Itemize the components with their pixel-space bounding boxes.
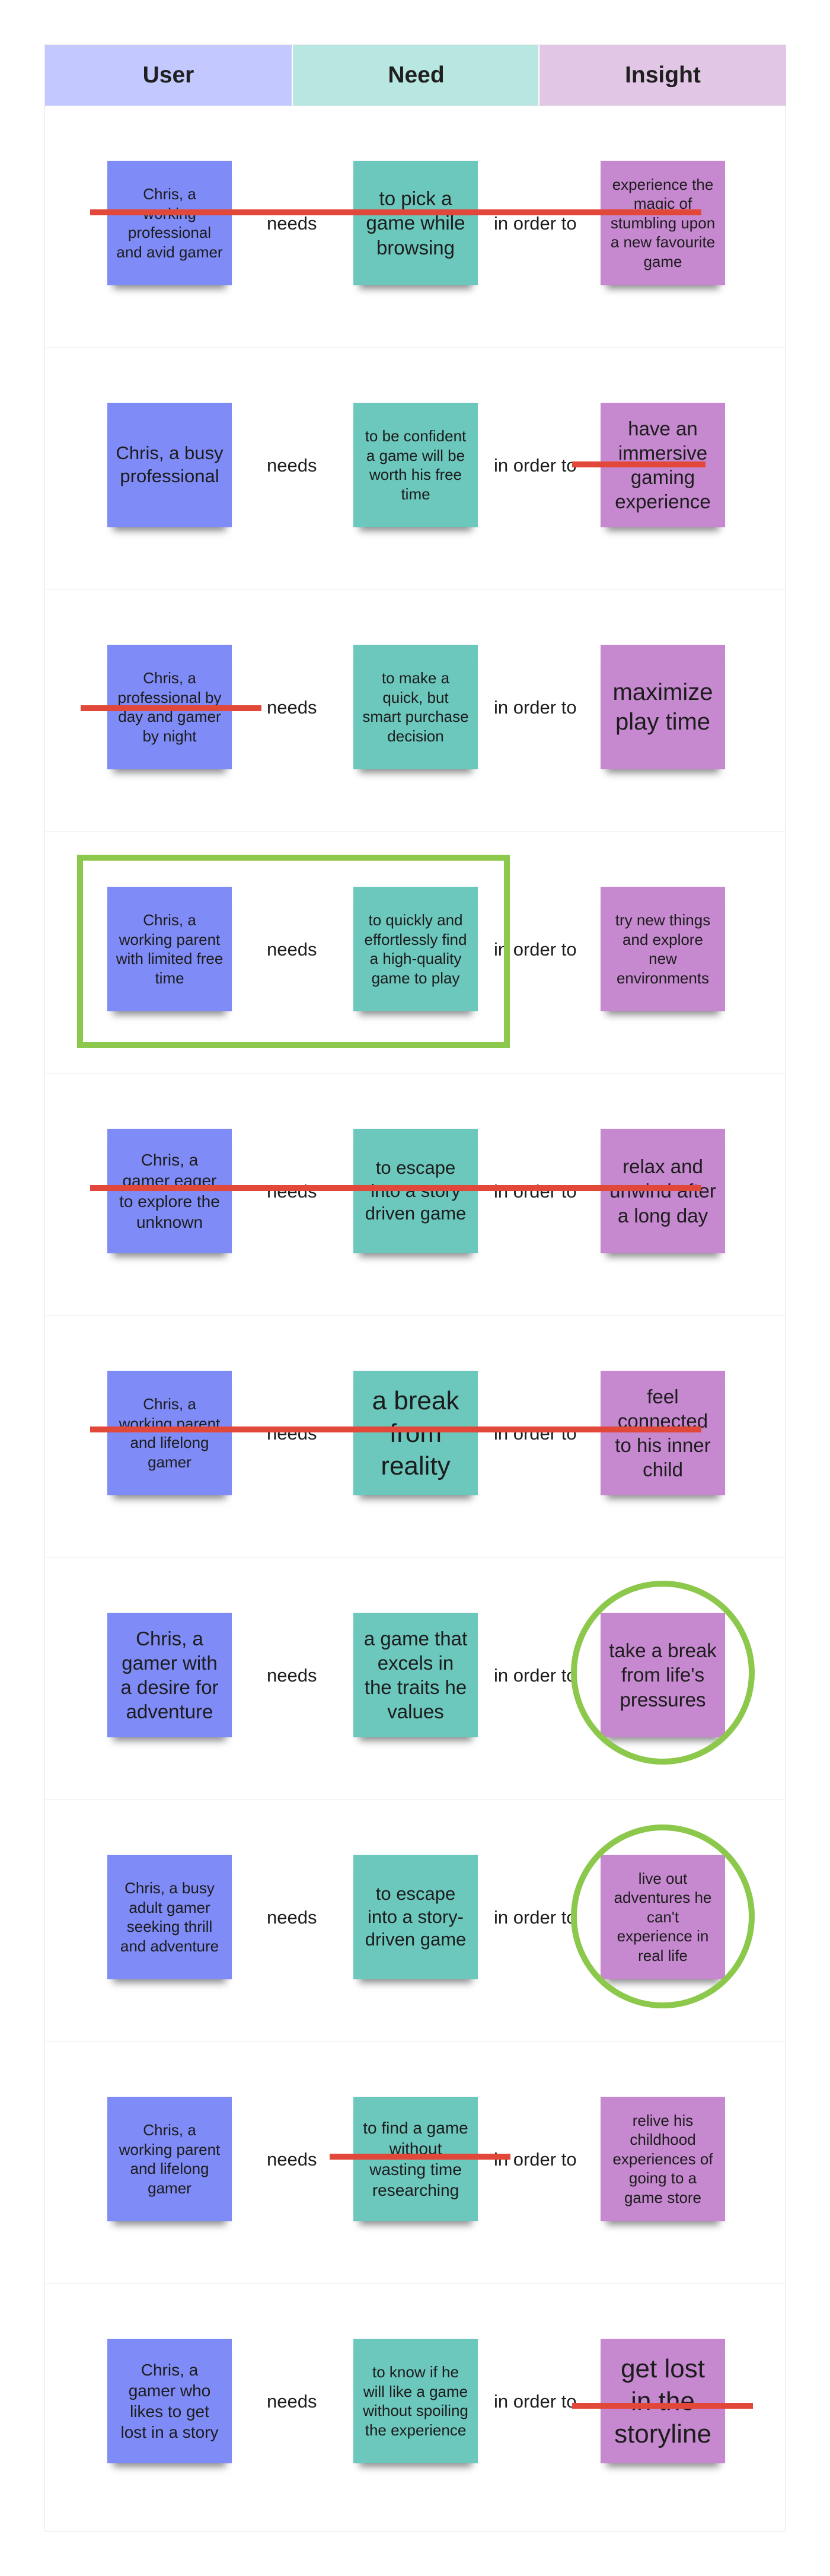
insight-sticky-note-text: get lost in the storyline xyxy=(614,2354,711,2448)
user-sticky-note-text: Chris, a gamer with a desire for adventu… xyxy=(120,1627,219,1723)
strike-line[interactable] xyxy=(90,209,701,215)
insight-sticky-note-text: experience the magic of stumbling upon a… xyxy=(610,175,716,270)
insight-sticky-note-text: try new things and explore new environme… xyxy=(615,911,711,987)
connector-needs: needs xyxy=(267,455,317,476)
need-sticky-note-text: a game that excels in the traits he valu… xyxy=(363,1627,468,1723)
connector-needs: needs xyxy=(267,1907,317,1928)
need-sticky-note[interactable]: to know if he will like a game without s… xyxy=(353,2339,478,2463)
need-sticky-note-text: to escape into a story-driven game xyxy=(365,1883,467,1950)
user-sticky-note[interactable]: Chris, a working professional and avid g… xyxy=(107,161,232,285)
user-sticky-note-text: Chris, a working parent and lifelong gam… xyxy=(119,2121,221,2197)
insight-sticky-note[interactable]: relive his childhood experiences of goin… xyxy=(601,2097,725,2221)
statement-row: Chris, a working parent and lifelong gam… xyxy=(45,1316,785,1558)
insight-sticky-note[interactable]: get lost in the storyline xyxy=(601,2339,725,2463)
statement-row: Chris, a working parent and lifelong gam… xyxy=(45,2042,785,2284)
connector-needs: needs xyxy=(267,2391,317,2412)
connector-in-order-to: in order to xyxy=(494,2149,577,2170)
user-sticky-note[interactable]: Chris, a gamer with a desire for adventu… xyxy=(107,1613,232,1737)
connector-in-order-to: in order to xyxy=(494,2391,577,2412)
need-sticky-note-text: to pick a game while browsing xyxy=(366,187,465,259)
connector-needs: needs xyxy=(267,213,317,234)
user-sticky-note[interactable]: Chris, a gamer who likes to get lost in … xyxy=(107,2339,232,2463)
insight-sticky-note[interactable]: relax and unwind after a long day xyxy=(601,1129,725,1253)
need-sticky-note[interactable]: to escape into a story-driven game xyxy=(353,1855,478,1979)
connector-in-order-to: in order to xyxy=(494,1907,577,1928)
need-sticky-note[interactable]: to quickly and effortlessly find a high-… xyxy=(353,887,478,1011)
insight-sticky-note[interactable]: try new things and explore new environme… xyxy=(601,887,725,1011)
strike-line[interactable] xyxy=(330,2154,510,2160)
user-sticky-note-text: Chris, a working parent with limited fre… xyxy=(116,911,224,987)
connector-needs: needs xyxy=(267,1181,317,1202)
need-sticky-note-text: to be confident a game will be worth his… xyxy=(365,427,467,503)
user-sticky-note[interactable]: Chris, a gamer eager to explore the unkn… xyxy=(107,1129,232,1253)
need-sticky-note-text: to make a quick, but smart purchase deci… xyxy=(362,669,469,745)
user-sticky-note-text: Chris, a busy adult gamer seeking thrill… xyxy=(120,1879,219,1955)
insight-sticky-note-text: have an immersive gaming experience xyxy=(615,417,711,513)
column-header-user: User xyxy=(45,45,292,106)
connector-needs: needs xyxy=(267,1665,317,1686)
strike-line[interactable] xyxy=(90,1185,701,1191)
need-sticky-note[interactable]: to escape into a story driven game xyxy=(353,1129,478,1253)
need-sticky-note-text: to quickly and effortlessly find a high-… xyxy=(364,911,467,987)
highlight-rectangle[interactable] xyxy=(77,855,510,1048)
statement-row: Chris, a gamer who likes to get lost in … xyxy=(45,2284,785,2526)
need-sticky-note-text: a break from reality xyxy=(372,1386,459,1480)
connector-needs: needs xyxy=(267,697,317,718)
connector-needs: needs xyxy=(267,1423,317,1444)
strike-line[interactable] xyxy=(572,461,706,467)
matrix-board: User Need Insight Chris, a working profe… xyxy=(44,44,786,2532)
connector-in-order-to: in order to xyxy=(494,455,577,476)
user-sticky-note-text: Chris, a gamer eager to explore the unkn… xyxy=(119,1151,220,1231)
user-sticky-note[interactable]: Chris, a working parent with limited fre… xyxy=(107,887,232,1011)
need-sticky-note[interactable]: a game that excels in the traits he valu… xyxy=(353,1613,478,1737)
statement-row: Chris, a busy professional needs to be con… xyxy=(45,348,785,590)
user-sticky-note[interactable]: Chris, a busy professional xyxy=(107,403,232,527)
need-sticky-note-text: to know if he will like a game without s… xyxy=(363,2363,468,2439)
need-sticky-note-text: to escape into a story driven game xyxy=(365,1157,467,1224)
connector-in-order-to: in order to xyxy=(494,1181,577,1202)
user-sticky-note-text: Chris, a busy professional xyxy=(116,442,224,486)
insight-sticky-note[interactable]: maximize play time xyxy=(601,645,725,769)
user-sticky-note-text: Chris, a gamer who likes to get lost in … xyxy=(120,2361,219,2441)
statement-row: Chris, a professional by day and gamer b… xyxy=(45,590,785,832)
user-sticky-note-text: Chris, a working professional and avid g… xyxy=(116,185,223,261)
statement-row: Chris, a working professional and avid g… xyxy=(45,106,785,348)
strike-line[interactable] xyxy=(90,1426,701,1432)
statement-row: Chris, a gamer eager to explore the unkn… xyxy=(45,1074,785,1316)
need-sticky-note[interactable]: a break from reality xyxy=(353,1371,478,1495)
connector-in-order-to: in order to xyxy=(494,1423,577,1444)
highlight-circle[interactable] xyxy=(571,1581,755,1765)
highlight-circle[interactable] xyxy=(571,1824,755,2008)
insight-sticky-note-text: relax and unwind after a long day xyxy=(609,1155,716,1227)
insight-sticky-note-text: relive his childhood experiences of goin… xyxy=(612,2111,713,2206)
user-sticky-note[interactable]: Chris, a busy adult gamer seeking thrill… xyxy=(107,1855,232,1979)
user-sticky-note[interactable]: Chris, a working parent and lifelong gam… xyxy=(107,2097,232,2221)
insight-sticky-note-text: feel connected to his inner child xyxy=(615,1385,711,1481)
strike-line[interactable] xyxy=(572,2403,753,2409)
need-sticky-note[interactable]: to be confident a game will be worth his… xyxy=(353,403,478,527)
column-header-need: Need xyxy=(292,45,540,106)
connector-in-order-to: in order to xyxy=(494,1665,577,1686)
connector-needs: needs xyxy=(267,2149,317,2170)
statement-row: Chris, a working parent with limited fre… xyxy=(45,832,785,1074)
insight-sticky-note[interactable]: feel connected to his inner child xyxy=(601,1371,725,1495)
connector-in-order-to: in order to xyxy=(494,697,577,718)
insight-sticky-note-text: maximize play time xyxy=(612,679,713,735)
insight-sticky-note[interactable]: experience the magic of stumbling upon a… xyxy=(601,161,725,285)
connector-in-order-to: in order to xyxy=(494,213,577,234)
connector-needs: needs xyxy=(267,939,317,960)
need-sticky-note[interactable]: to pick a game while browsing xyxy=(353,161,478,285)
need-sticky-note[interactable]: to make a quick, but smart purchase deci… xyxy=(353,645,478,769)
strike-line[interactable] xyxy=(81,705,261,711)
user-sticky-note[interactable]: Chris, a working parent and lifelong gam… xyxy=(107,1371,232,1495)
user-sticky-note-text: Chris, a working parent and lifelong gam… xyxy=(119,1395,221,1471)
column-header-insight: Insight xyxy=(538,45,786,106)
